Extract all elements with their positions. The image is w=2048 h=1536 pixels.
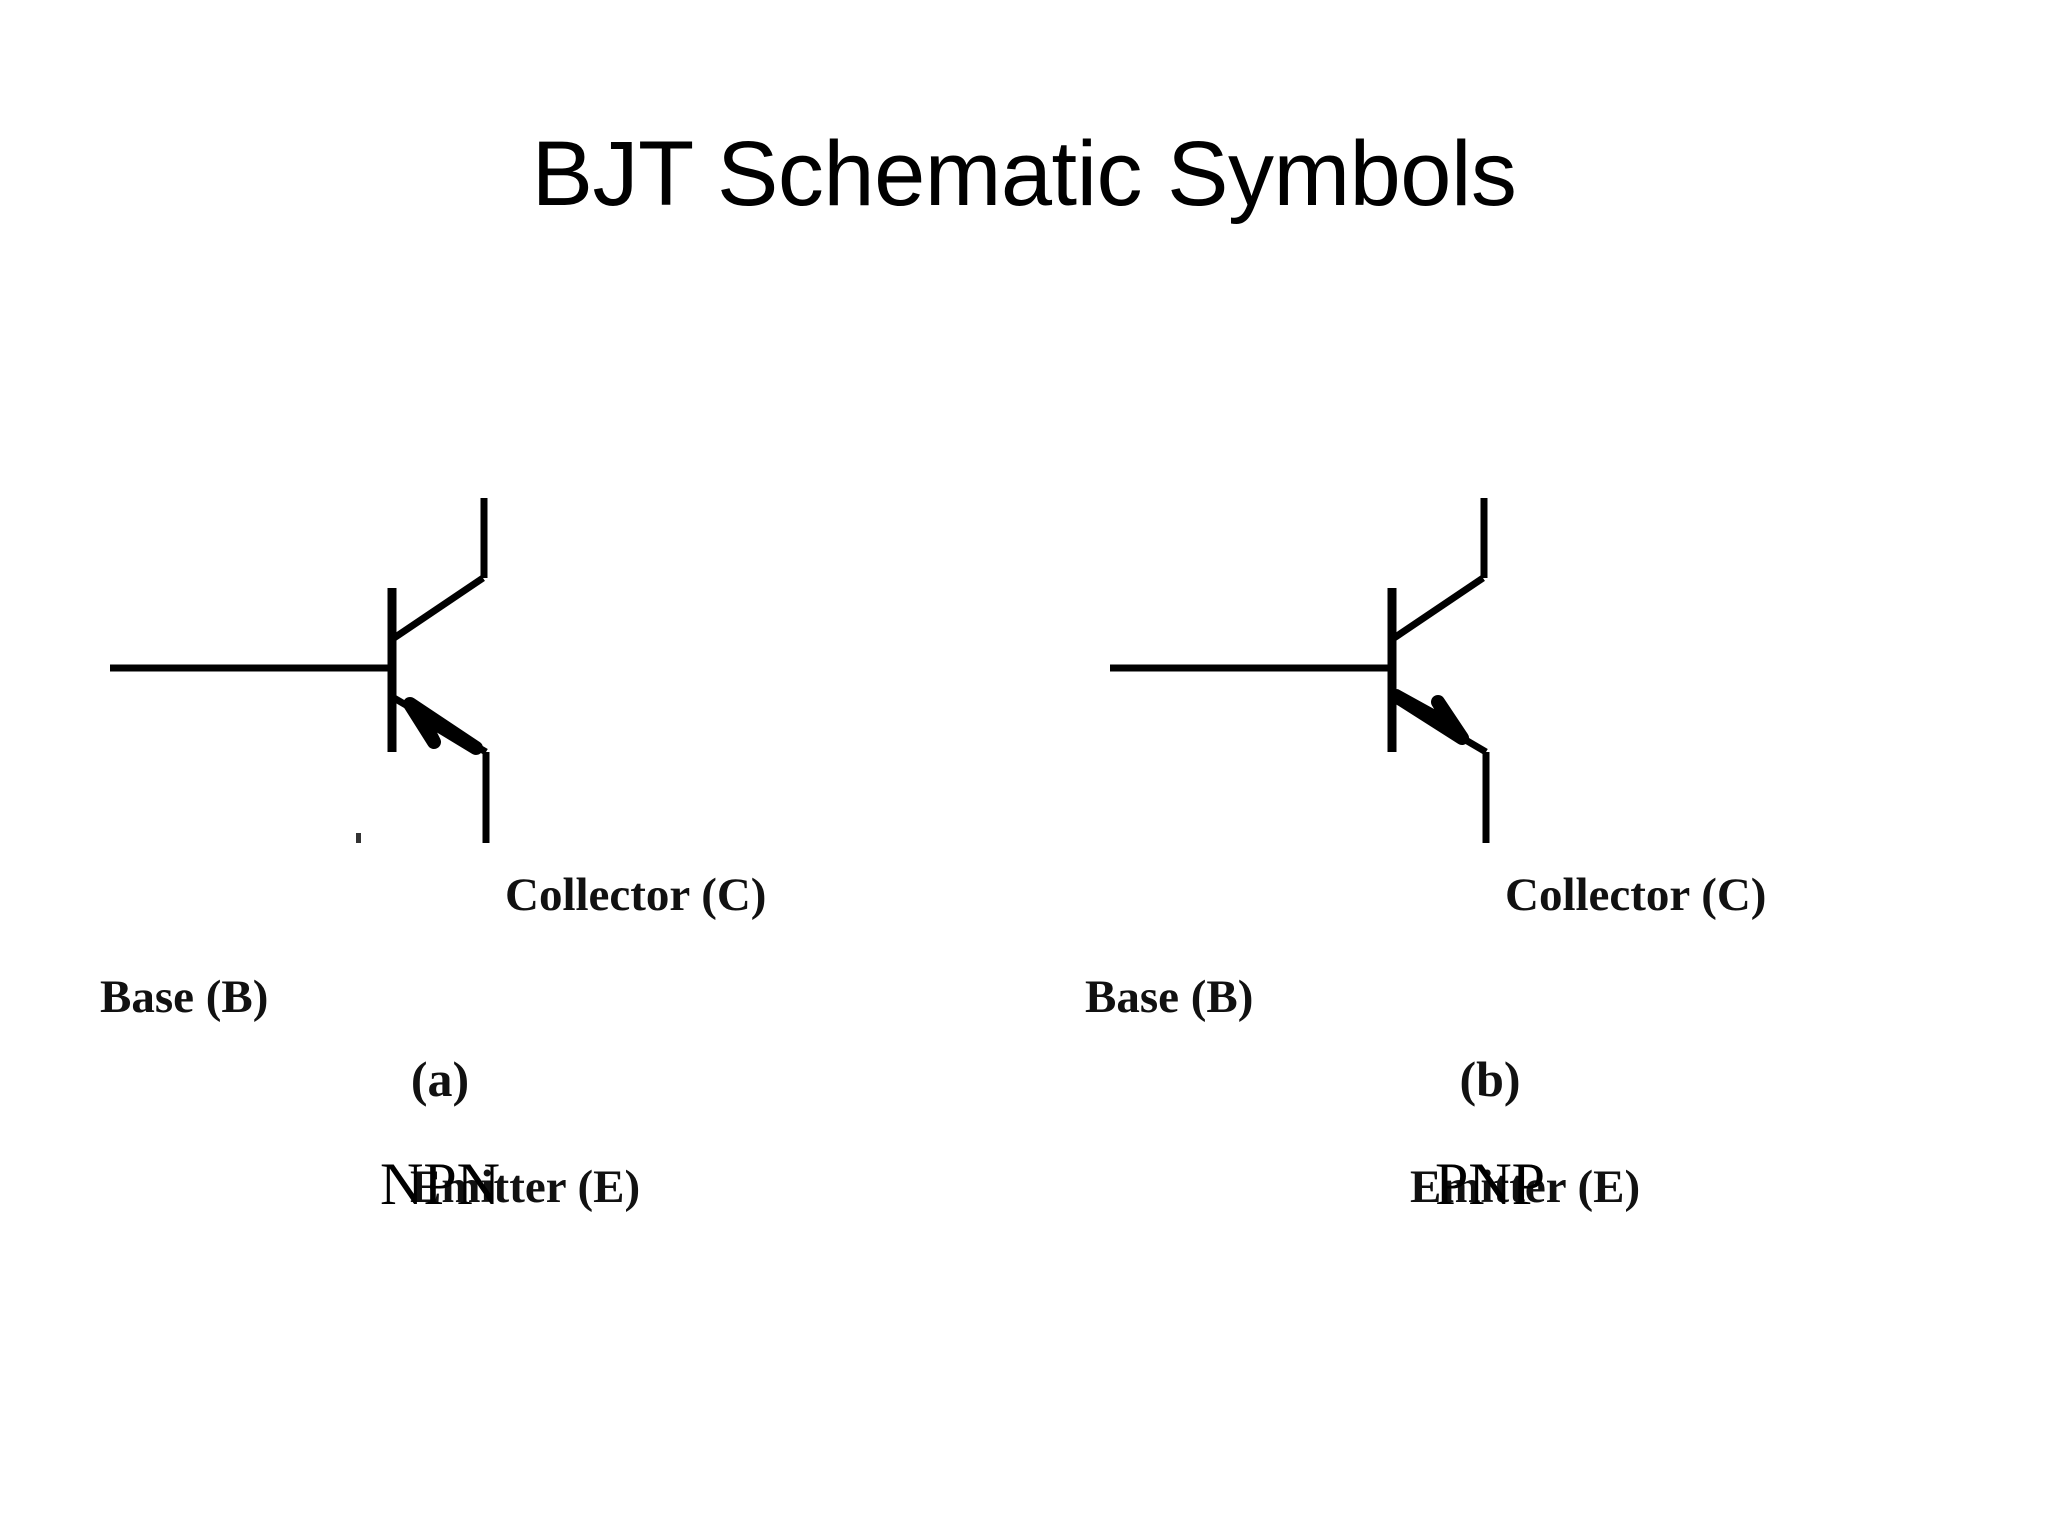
caption-type-npn: NPN bbox=[379, 1151, 501, 1217]
figure-pnp-symbol: Collector (C) Base (B) Emitter (E) bbox=[1085, 480, 1950, 1211]
pnp-collector-label: Collector (C) bbox=[1505, 869, 1767, 921]
npn-collector-diagonal bbox=[392, 575, 485, 641]
pnp-emitter-arrowhead bbox=[1389, 689, 1469, 745]
pnp-base-label: Base (B) bbox=[1085, 971, 1254, 1023]
caption-letter-a: (a) bbox=[410, 1051, 470, 1107]
scan-speck bbox=[356, 833, 361, 843]
page-title: BJT Schematic Symbols bbox=[531, 123, 1517, 225]
npn-base-label: Base (B) bbox=[100, 971, 269, 1023]
caption-letter-b: (b) bbox=[1459, 1051, 1521, 1107]
caption-type-pnp: PNP bbox=[1434, 1151, 1546, 1217]
pnp-collector-diagonal bbox=[1392, 575, 1485, 641]
figure-npn-symbol: Collector (C) Base (B) Emitter (E) bbox=[90, 480, 950, 1211]
npn-collector-label: Collector (C) bbox=[505, 869, 767, 921]
npn-emitter-label: Emitter (E) bbox=[410, 1161, 641, 1213]
pnp-schematic-drawing bbox=[1110, 498, 1490, 843]
npn-schematic-drawing bbox=[110, 498, 490, 843]
npn-emitter-arrowhead bbox=[403, 697, 483, 755]
pnp-emitter-label: Emitter (E) bbox=[1410, 1161, 1641, 1213]
